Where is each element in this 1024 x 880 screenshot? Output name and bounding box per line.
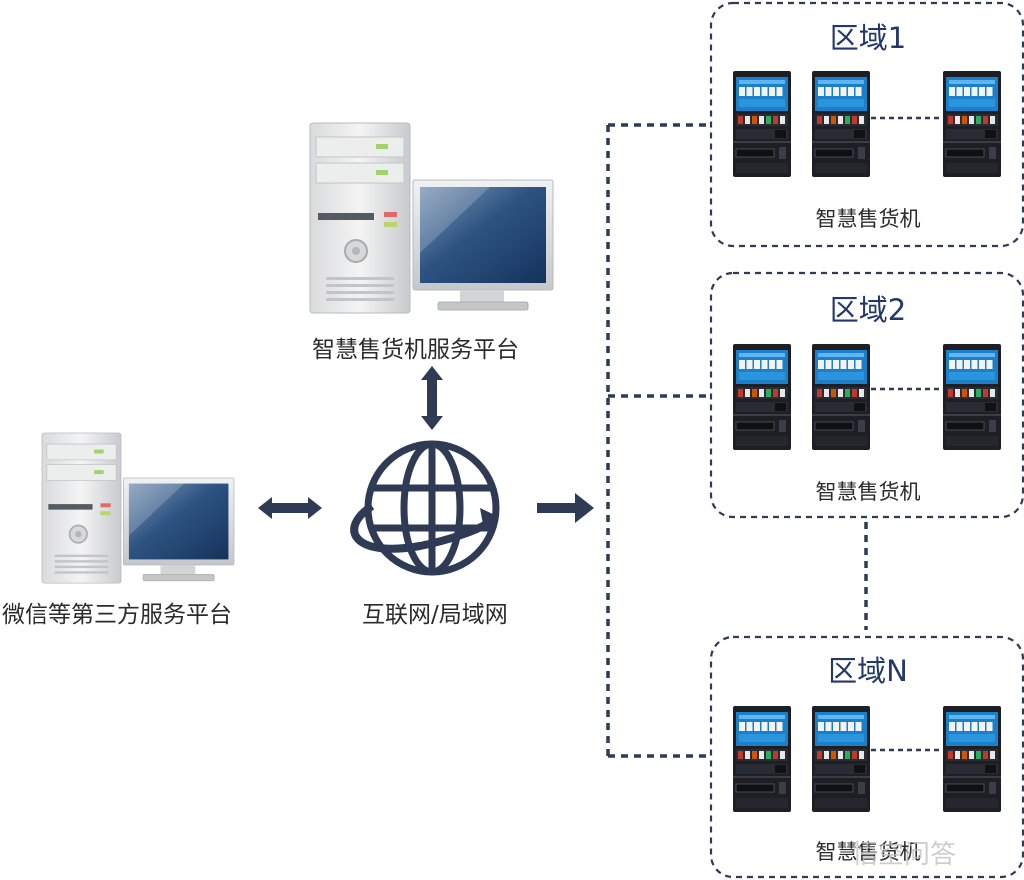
globe-orbit-arrowhead xyxy=(480,508,497,530)
third-party-server-icon xyxy=(41,432,235,584)
region-2-machines xyxy=(732,343,1002,451)
region-2-title: 区域2 xyxy=(829,293,907,327)
region-bus-lines xyxy=(606,123,868,758)
region-n-machines xyxy=(732,705,1002,813)
third-party-network-arrow xyxy=(258,497,322,519)
region-n-title: 区域N xyxy=(828,654,908,688)
region-box-1 xyxy=(709,1,1024,248)
globe-icon xyxy=(350,440,500,576)
region-box-n xyxy=(709,635,1024,879)
platform-label: 智慧售货机服务平台 xyxy=(312,337,519,363)
network-to-regions-arrow xyxy=(537,493,594,523)
third-party-label: 微信等第三方服务平台 xyxy=(2,602,232,628)
region-2-machine-label: 智慧售货机 xyxy=(815,480,921,504)
region-n-machine-label: 智慧售货机 xyxy=(815,840,921,864)
region-1-title: 区域1 xyxy=(829,21,907,55)
region-box-2 xyxy=(709,271,1024,519)
platform-network-arrow xyxy=(421,366,443,430)
watermark: 悟空问答 xyxy=(852,840,957,870)
region-1-machine-label: 智慧售货机 xyxy=(815,207,921,231)
network-label: 互联网/局域网 xyxy=(362,602,508,628)
region-1-machines xyxy=(732,70,1002,178)
platform-server-icon xyxy=(309,122,554,314)
